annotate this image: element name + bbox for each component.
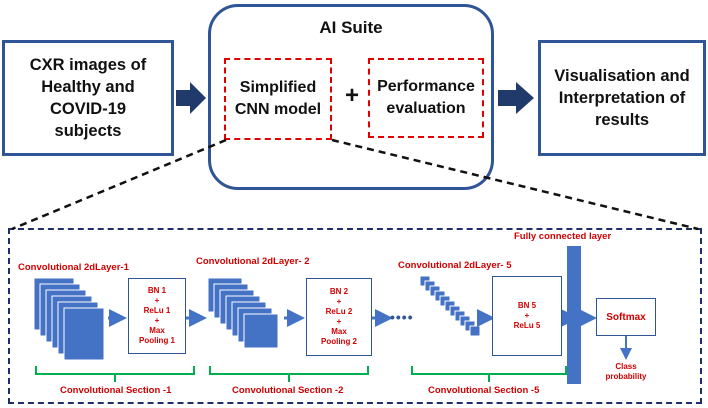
op2-line: ReLu 2 xyxy=(325,307,353,316)
ellipsis-dots: •••• xyxy=(390,309,414,325)
plus-sign: + xyxy=(344,82,359,109)
bracket-section-1 xyxy=(35,366,195,382)
op2-line: Max xyxy=(331,327,347,336)
output-box: Visualisation and Interpretation of resu… xyxy=(538,40,706,156)
op2-line: BN 2 xyxy=(329,287,349,296)
fc-label: Fully connected layer xyxy=(514,231,612,242)
block-arrow-1 xyxy=(176,82,206,114)
fully-connected-bar xyxy=(567,246,581,384)
output-label: Visualisation and Interpretation of resu… xyxy=(554,67,690,129)
op2-line: + xyxy=(336,317,342,326)
section5-label: Convolutional Section -5 xyxy=(428,385,540,396)
op2-line: Pooling 2 xyxy=(321,337,357,346)
feature-maps-5 xyxy=(419,275,481,337)
input-box: CXR images of Healthy and COVID-19 subje… xyxy=(2,40,174,156)
cnn-model-label: Simplified CNN model xyxy=(234,79,322,118)
op-box-2: BN 2 + ReLu 2 + Max Pooling 2 xyxy=(306,278,372,356)
performance-box: Performance evaluation xyxy=(368,58,484,138)
cnn-model-box: Simplified CNN model xyxy=(224,58,332,140)
op5-line: ReLu 5 xyxy=(513,321,541,330)
block-arrow-2 xyxy=(498,82,534,114)
softmax-label: Softmax xyxy=(606,311,646,323)
op1-line: Max xyxy=(149,326,165,335)
op1-line: + xyxy=(154,296,160,305)
cnn-detail-panel xyxy=(8,228,702,404)
zoom-line-right xyxy=(331,138,699,231)
class-probability-label: Class probability xyxy=(596,362,656,382)
feature-maps-1 xyxy=(33,277,105,361)
section1-label: Convolutional Section -1 xyxy=(60,385,172,396)
op-box-5: BN 5 + ReLu 5 xyxy=(492,276,562,356)
class-prob-line: Class xyxy=(615,362,637,371)
ai-suite-title: AI Suite xyxy=(319,18,383,37)
op5-line: + xyxy=(524,311,530,320)
op1-line: BN 1 xyxy=(147,286,167,295)
layer5-label: Convolutional 2dLayer- 5 xyxy=(398,260,512,271)
feature-maps-2 xyxy=(207,277,279,349)
input-label: CXR images of Healthy and COVID-19 subje… xyxy=(29,56,147,140)
bracket-section-5 xyxy=(411,366,567,382)
op5-line: BN 5 xyxy=(517,301,537,310)
performance-label: Performance evaluation xyxy=(377,78,475,117)
op-box-1: BN 1 + ReLu 1 + Max Pooling 1 xyxy=(128,278,186,354)
op1-line: + xyxy=(154,316,160,325)
class-prob-line: probability xyxy=(605,372,647,381)
op1-line: Pooling 1 xyxy=(139,336,175,345)
op2-line: + xyxy=(336,297,342,306)
layer1-label: Convolutional 2dLayer-1 xyxy=(18,262,129,273)
bracket-section-2 xyxy=(209,366,369,382)
zoom-line-left xyxy=(11,138,227,231)
softmax-box: Softmax xyxy=(596,298,656,336)
section2-label: Convolutional Section -2 xyxy=(232,385,344,396)
layer2-label: Convolutional 2dLayer- 2 xyxy=(196,256,310,267)
op1-line: ReLu 1 xyxy=(143,306,171,315)
